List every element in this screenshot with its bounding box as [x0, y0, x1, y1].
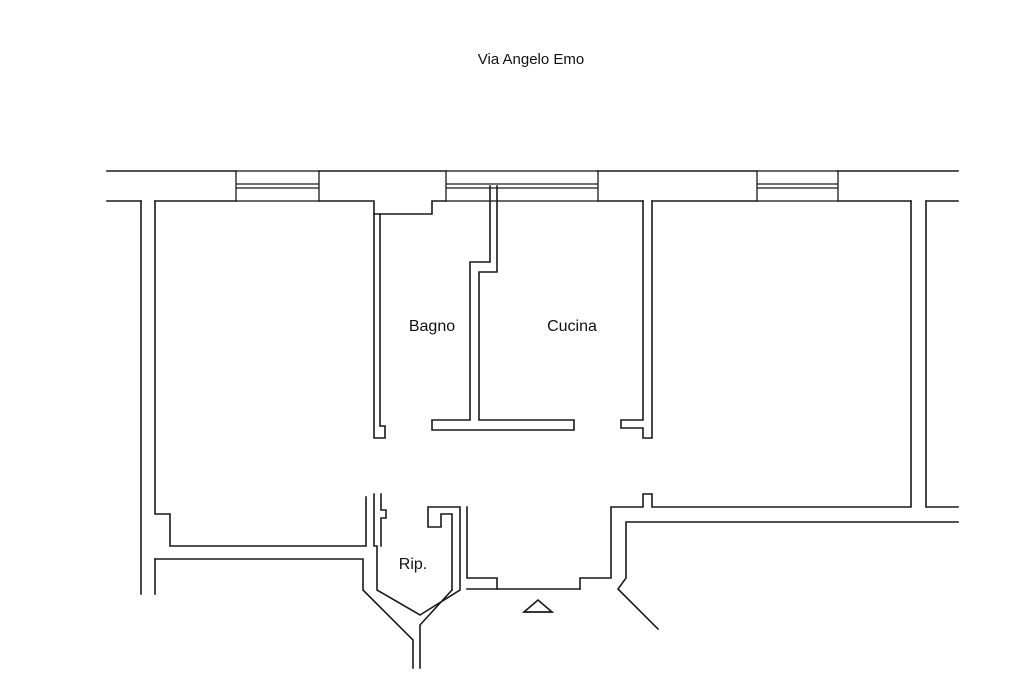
window-left	[235, 170, 320, 202]
street-label: Via Angelo Emo	[478, 51, 584, 68]
facade-wall	[106, 170, 959, 595]
window-center	[445, 170, 599, 202]
entrance-arrow-icon	[521, 598, 555, 613]
cucina-walls	[620, 200, 653, 439]
window-right	[756, 170, 839, 202]
room-label-bagno: Bagno	[409, 318, 455, 335]
room-label-ripostiglio: Rip.	[399, 556, 427, 573]
right-room-walls	[579, 200, 959, 631]
left-room-walls	[154, 200, 414, 669]
room-label-cucina: Cucina	[547, 318, 597, 335]
bagno-walls	[373, 185, 575, 439]
ripostiglio-walls	[373, 493, 581, 669]
